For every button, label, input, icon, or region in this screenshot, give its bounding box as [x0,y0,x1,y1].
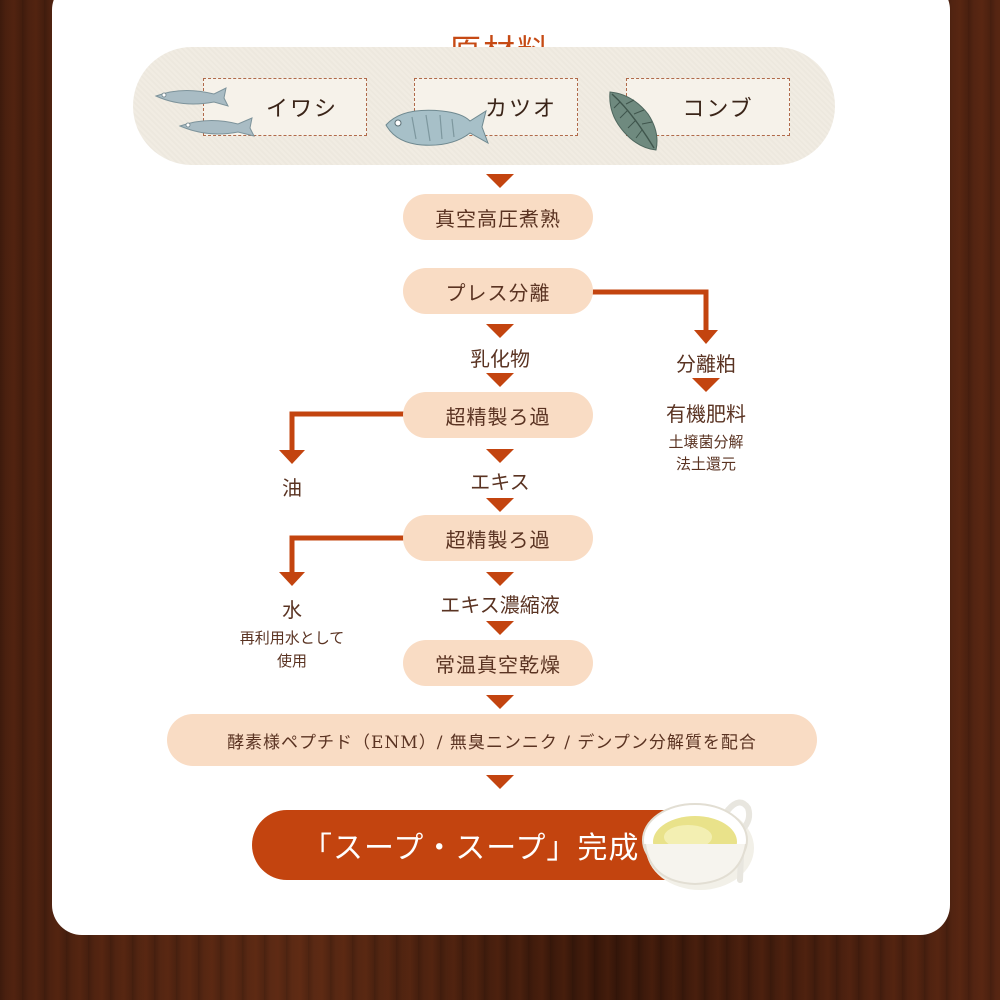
extract-label: エキス [470,470,530,494]
ingredient-kelp-label: コンブ [682,97,754,122]
arrow-down-3 [486,373,514,387]
arrow-down-7 [486,621,514,635]
arrow-down-fertilizer [692,378,720,392]
arrow-down-4 [486,449,514,463]
press-cake-label: 分離粕 [676,352,736,376]
water-note-2: 使用 [276,652,307,670]
arrow-down-5 [486,498,514,512]
water-note-1: 再利用水として [239,629,345,647]
final-product-label: 「スープ・スープ」完成 [302,831,640,866]
arrow-down-press-cake [694,330,718,344]
branch-press-cake [592,289,709,332]
sardine-icon [154,87,255,137]
step-press-separation: プレス分離 [403,268,593,314]
step-ultra-filtration-2: 超精製ろ過 [403,515,593,561]
branch-water [289,535,404,574]
oil-label: 油 [282,476,302,500]
emulsion-label: 乳化物 [470,347,530,371]
arrow-down-6 [486,572,514,586]
step-room-temp-vacuum-drying: 常温真空乾燥 [403,640,593,686]
arrow-down-oil [279,450,305,464]
fertilizer-label: 有機肥料 [666,402,746,426]
water-label: 水 [282,598,302,622]
fertilizer-note-1: 土壌菌分解 [668,433,744,451]
concentrate-label: エキス濃縮液 [440,593,560,617]
ingredient-sardine-label: イワシ [265,97,338,122]
soup-bowl-icon [642,799,754,890]
arrow-down-1 [486,174,514,188]
step-vacuum-cooking: 真空高圧煮熟 [403,194,593,240]
arrow-down-8 [486,695,514,709]
arrow-down-2 [486,324,514,338]
bonito-icon [385,109,489,146]
branch-oil [289,411,404,452]
arrow-down-water [279,572,305,586]
fertilizer-note-2: 法土還元 [675,455,736,473]
ingredient-bonito-label: カツオ [484,97,557,122]
arrow-down-9 [486,775,514,789]
step-ultra-filtration-1: 超精製ろ過 [403,392,593,438]
kelp-icon [609,91,658,151]
step-blend: 酵素様ペプチド（ENM）/ 無臭ニンニク / デンプン分解質を配合 [167,714,817,766]
final-product-banner: 「スープ・スープ」完成 [252,810,707,880]
